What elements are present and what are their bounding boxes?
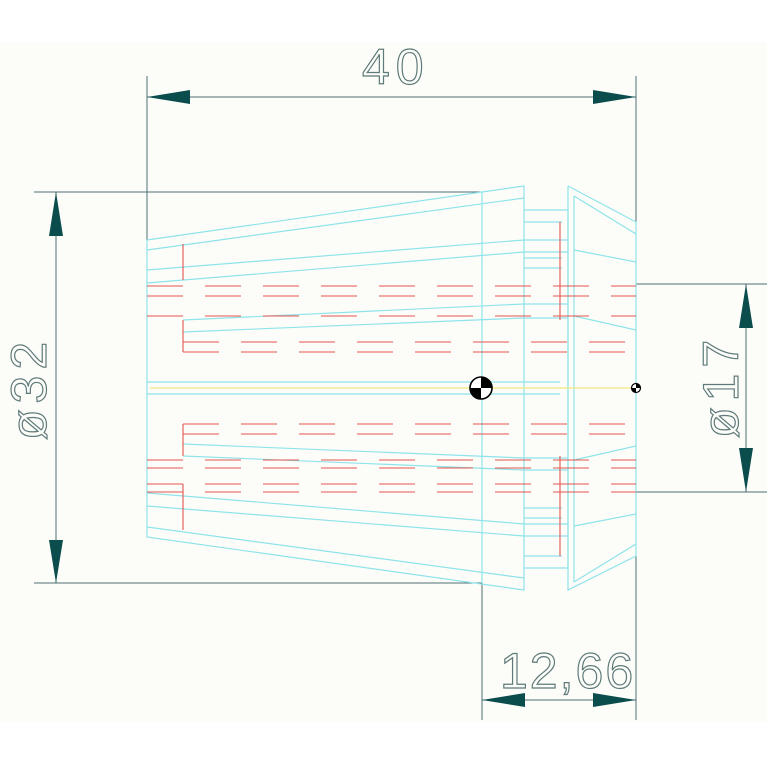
nose-length-label: 12,66 <box>500 643 635 699</box>
outer-diameter-label: ø32 <box>1 336 57 440</box>
arrow-left <box>482 693 525 707</box>
nose-length-dimension: 12,66 <box>481 583 636 720</box>
arrow-top <box>49 192 63 236</box>
arrow-bottom <box>49 540 63 583</box>
center-mark-icon <box>469 376 493 400</box>
arrow-right <box>593 90 636 104</box>
origin-mark-icon <box>630 382 642 394</box>
inner-diameter-dimension: ø17 <box>636 283 767 493</box>
inner-diameter-label: ø17 <box>693 334 749 438</box>
outer-diameter-dimension: ø32 <box>0 191 482 584</box>
arrow-left <box>147 90 190 104</box>
collet-outline <box>146 185 637 591</box>
hidden-lines <box>147 222 636 556</box>
arrow-bottom <box>739 448 753 492</box>
length-label: 40 <box>362 39 430 95</box>
arrow-right <box>593 693 636 707</box>
arrow-top <box>739 284 753 328</box>
center-axis <box>150 376 642 400</box>
